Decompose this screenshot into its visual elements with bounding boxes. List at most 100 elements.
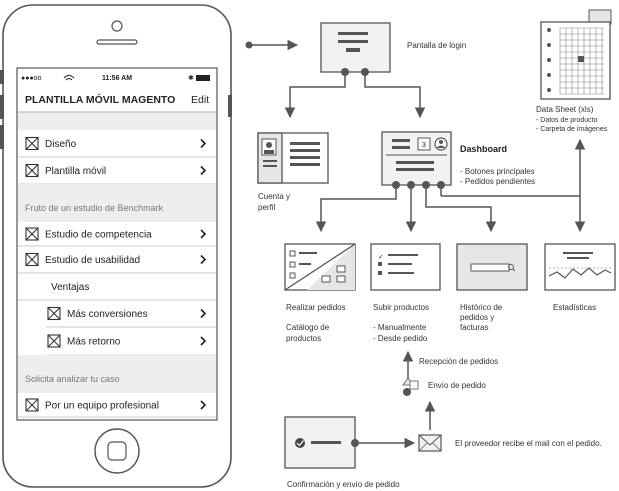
mail-flap bbox=[418, 434, 442, 446]
arrow-dashboard-history bbox=[425, 189, 497, 233]
orders-check bbox=[289, 250, 296, 257]
datasheet-node: Data Sheet (xls) - Datos de producto - C… bbox=[536, 9, 612, 133]
dashboard-line bbox=[392, 146, 410, 149]
history-title-1: Histórico de bbox=[460, 303, 503, 312]
stats-title: Estadísticas bbox=[553, 303, 596, 312]
avatar-shoulders bbox=[264, 150, 274, 154]
list-item-label: Estudio de competencia bbox=[45, 230, 152, 241]
datasheet-bullet-1: - Datos de producto bbox=[536, 117, 598, 124]
placeholder-cross bbox=[47, 307, 61, 320]
orders-check bbox=[289, 272, 296, 279]
confirm-line bbox=[311, 441, 341, 444]
account-label-2: perfil bbox=[258, 203, 276, 212]
history-node: Histórico de pedidos y facturas bbox=[456, 243, 528, 332]
speaker-icon bbox=[96, 39, 138, 45]
home-button[interactable] bbox=[94, 428, 140, 474]
list-item[interactable]: Diseño bbox=[25, 136, 207, 151]
phone-side-button bbox=[0, 125, 4, 149]
login-button-shape bbox=[346, 48, 360, 52]
login-label: Pantalla de login bbox=[407, 41, 466, 50]
phone-side-button bbox=[0, 95, 4, 119]
list-item-label: Estudio de usabilidad bbox=[45, 255, 140, 266]
selected-cell bbox=[578, 56, 584, 62]
upload-line bbox=[388, 254, 418, 256]
stats-line bbox=[567, 257, 589, 259]
phone-side-button bbox=[0, 70, 4, 84]
orders-diagonal bbox=[284, 243, 356, 291]
connector-dot bbox=[341, 68, 349, 76]
list-item[interactable]: Plantilla móvil bbox=[25, 163, 207, 178]
stats-node: Estadísticas bbox=[544, 243, 616, 312]
account-label-1: Cuenta y bbox=[258, 192, 290, 201]
placeholder-cross bbox=[47, 334, 61, 348]
chevron-right-icon bbox=[200, 165, 207, 176]
orders-sub-2: productos bbox=[286, 334, 321, 343]
section-header bbox=[18, 355, 216, 393]
wifi-icon bbox=[63, 75, 75, 81]
orders-grid-cell bbox=[321, 275, 331, 283]
placeholder-cross bbox=[25, 137, 39, 150]
checkmark-icon: ✓ bbox=[378, 254, 384, 261]
login-line bbox=[338, 32, 368, 35]
stats-line-chart bbox=[548, 267, 612, 279]
supplier-label: El proveedor recibe el mail con el pedid… bbox=[455, 439, 602, 448]
list-item[interactable]: Ventajas bbox=[51, 282, 89, 293]
connector-dot bbox=[437, 181, 445, 189]
connector-dot bbox=[392, 181, 400, 189]
chevron-right-icon bbox=[200, 336, 207, 346]
notification-count: 3 bbox=[422, 142, 426, 149]
sheet-hole bbox=[547, 58, 551, 62]
reception-label: Recepción de pedidos bbox=[419, 357, 498, 366]
confirm-label: Confirmación y envío de pedido bbox=[287, 480, 400, 489]
upload-sub-2: - Desde pedido bbox=[373, 334, 428, 343]
list-item-label: Ventajas bbox=[51, 282, 89, 293]
orders-line bbox=[299, 263, 311, 265]
confirm-check-icon bbox=[295, 438, 305, 448]
dashboard-title: Dashboard bbox=[460, 144, 507, 154]
mail-icon bbox=[418, 434, 442, 452]
sheet-hole bbox=[547, 88, 551, 92]
orders-line bbox=[299, 252, 317, 254]
stats-line bbox=[563, 252, 593, 254]
sheet-hole bbox=[547, 73, 551, 77]
bluetooth-icon: ✱ bbox=[188, 74, 194, 82]
list-item[interactable]: Más conversiones bbox=[47, 306, 207, 321]
orders-node: Realizar pedidos Catálogo de productos bbox=[284, 243, 356, 343]
search-icon-handle bbox=[512, 268, 516, 272]
upload-node: ✓ Subir productos - Manualmente - Desde … bbox=[370, 243, 441, 343]
page-title: PLANTILLA MÓVIL MAGENTO bbox=[25, 93, 175, 106]
upload-title: Subir productos bbox=[373, 303, 429, 312]
sheet-hole bbox=[547, 43, 551, 47]
dashboard-node: 3 Dashboard - Botones principales - Pedi… bbox=[315, 131, 586, 233]
edit-button[interactable]: Edit bbox=[191, 94, 209, 106]
home-square-icon bbox=[107, 441, 127, 461]
connector-dot bbox=[407, 181, 415, 189]
mail-fold bbox=[418, 442, 428, 452]
camera-icon bbox=[111, 20, 123, 32]
section-header bbox=[18, 184, 216, 222]
connector-dot bbox=[361, 68, 369, 76]
datasheet-title: Data Sheet (xls) bbox=[536, 105, 594, 114]
user-body bbox=[436, 145, 446, 149]
chevron-right-icon bbox=[200, 400, 207, 410]
upload-bullet bbox=[378, 271, 382, 275]
list-item[interactable]: Estudio de competencia bbox=[25, 227, 207, 241]
list-item[interactable]: Por un equipo profesional bbox=[25, 398, 207, 412]
orders-title: Realizar pedidos bbox=[286, 303, 346, 312]
login-line bbox=[338, 40, 368, 43]
list-item[interactable]: Más retorno bbox=[47, 334, 207, 348]
battery-icon bbox=[196, 75, 210, 81]
dashboard-line bbox=[396, 161, 434, 164]
account-line bbox=[290, 149, 320, 152]
status-time: 11:56 AM bbox=[102, 75, 132, 82]
avatar-head bbox=[266, 142, 272, 148]
upload-box bbox=[370, 243, 441, 291]
login-screen-box bbox=[320, 22, 391, 73]
orders-check bbox=[289, 261, 296, 268]
arrow-login-dashboard bbox=[364, 76, 426, 119]
list-item[interactable]: Estudio de usabilidad bbox=[25, 252, 207, 267]
search-icon bbox=[508, 264, 514, 270]
confirm-check-mark bbox=[296, 440, 304, 447]
phone-mockup: ●●●oo 11:56 AM ✱ PLANTILLA MÓVIL MAGENTO… bbox=[0, 4, 232, 488]
